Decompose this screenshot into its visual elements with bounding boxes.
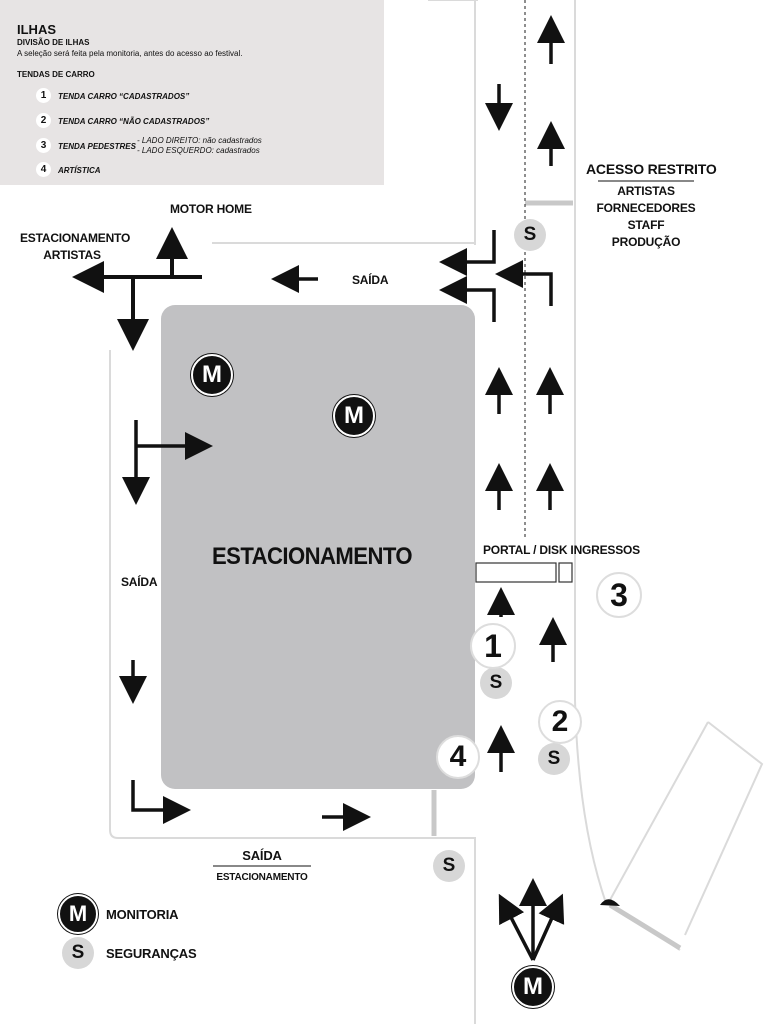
island-marker-3: 3 [596, 572, 642, 618]
legend-item-note-right: - LADO DIREITO: não cadastrados [137, 136, 262, 145]
label-estacionamento-artistas-2: ARTISTAS [43, 248, 101, 262]
legend-description: A seleção será feita pela monitoria, ant… [17, 49, 243, 58]
legend-item-label-3: TENDA PEDESTRES [58, 142, 136, 151]
legend-number-1: 1 [36, 88, 51, 103]
seguranca-marker: S [480, 667, 512, 699]
key-seguranca-label: SEGURANÇAS [106, 946, 197, 961]
gate-icon [600, 899, 620, 906]
legend-item-label-4: ARTÍSTICA [58, 166, 101, 175]
label-parking: ESTACIONAMENTO [212, 543, 413, 570]
legend-number-3: 3 [36, 138, 51, 153]
junction-arrows [72, 227, 202, 351]
seguranca-marker: S [514, 219, 546, 251]
label-portal: PORTAL / DISK INGRESSOS [483, 543, 640, 557]
legend-panel: ILHAS DIVISÃO DE ILHAS A seleção será fe… [0, 0, 384, 185]
label-motor-home: MOTOR HOME [170, 202, 252, 216]
monitoria-marker: M [191, 354, 233, 396]
monitoria-marker: M [333, 395, 375, 437]
traffic-arrows [119, 15, 567, 961]
island-marker-2: 2 [538, 700, 582, 744]
portal-booth [475, 562, 557, 583]
seguranca-marker: S [433, 850, 465, 882]
road-walls [431, 200, 682, 951]
label-saida-bottom-sub: ESTACIONAMENTO [216, 872, 308, 883]
island-marker-1: 1 [470, 623, 516, 669]
key-monitoria-icon: M [58, 894, 98, 934]
legend-item-label-1: TENDA CARRO “CADASTRADOS” [58, 92, 190, 101]
parking-area [161, 305, 475, 789]
legend-item-label-2: TENDA CARRO “NÃO CADASTRADOS” [58, 117, 210, 126]
label-saida-top: SAÍDA [352, 273, 389, 287]
label-saida-bottom: SAÍDA [242, 848, 282, 863]
label-acesso-restrito: ACESSO RESTRITO [586, 161, 717, 177]
portal-booth-small [558, 562, 573, 583]
label-saida-left: SAÍDA [121, 575, 158, 589]
label-acesso-staff: STAFF [627, 218, 665, 232]
legend-number-2: 2 [36, 113, 51, 128]
label-acesso-fornecedores: FORNECEDORES [596, 201, 696, 215]
island-marker-4: 4 [436, 735, 480, 779]
label-estacionamento-artistas-1: ESTACIONAMENTO [20, 231, 131, 245]
legend-item-note-left: - LADO ESQUERDO: cadastrados [137, 146, 260, 155]
legend-number-4: 4 [36, 162, 51, 177]
legend-title: ILHAS [17, 22, 56, 37]
monitoria-marker: M [512, 966, 554, 1008]
label-acesso-artistas: ARTISTAS [617, 184, 675, 198]
legend-subtitle: DIVISÃO DE ILHAS [17, 38, 90, 47]
label-acesso-producao: PRODUÇÃO [611, 235, 681, 249]
key-monitoria-label: MONITORIA [106, 907, 179, 922]
seguranca-marker: S [538, 743, 570, 775]
legend-section-title: TENDAS DE CARRO [17, 70, 95, 79]
key-seguranca-icon: S [62, 937, 94, 969]
